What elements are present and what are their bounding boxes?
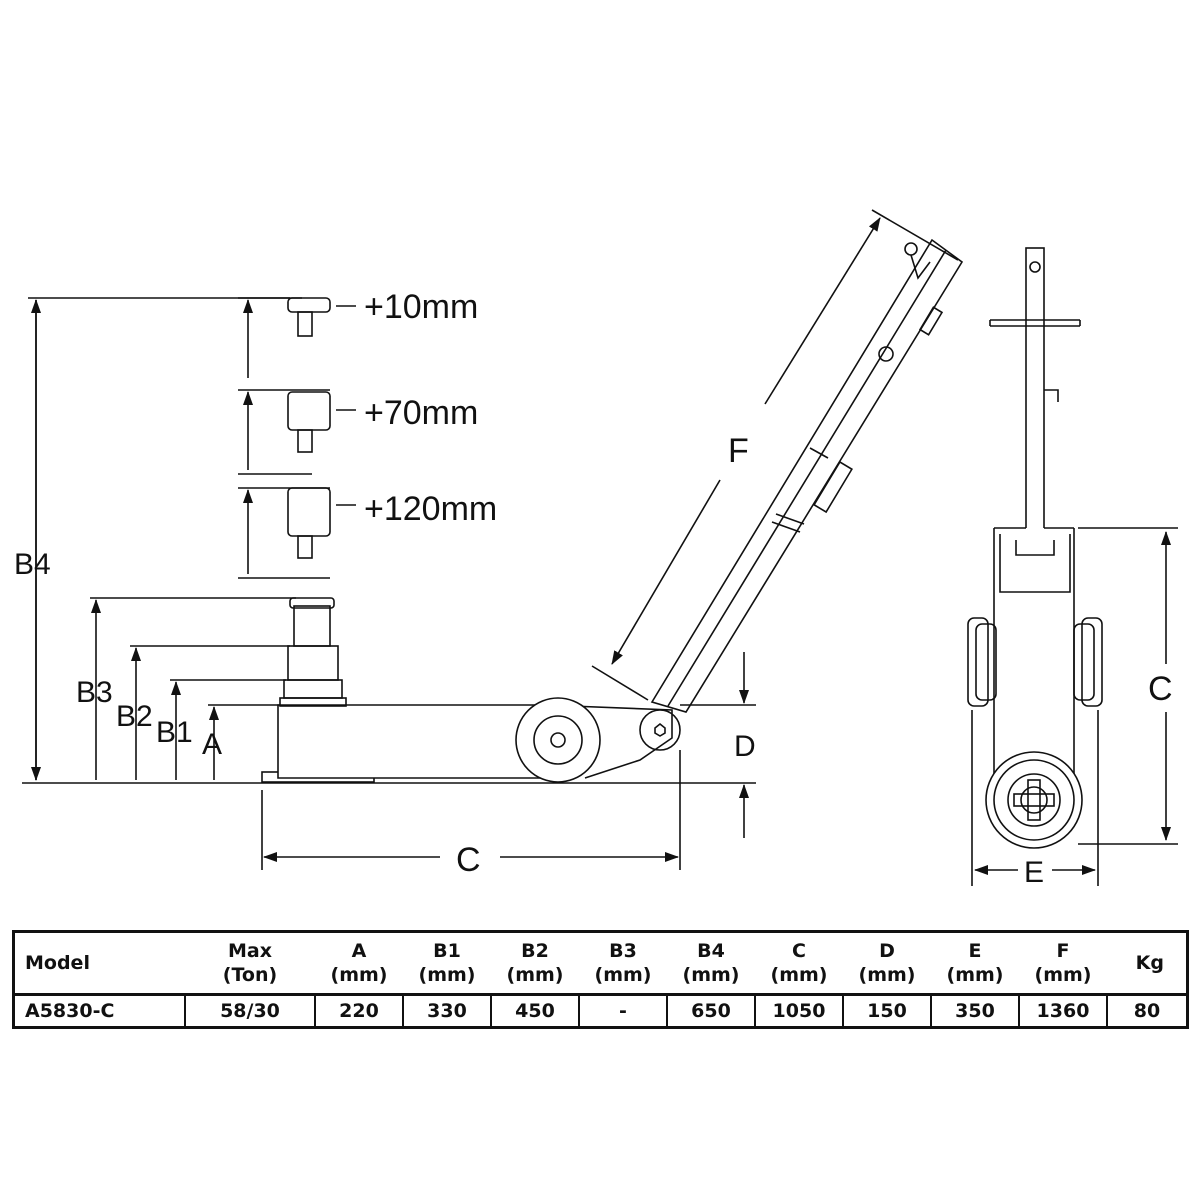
header-f: F(mm) — [1034, 940, 1092, 986]
dim-label-c-side: C — [456, 841, 481, 879]
jack-technical-drawing: +10mm +70mm +120mm B4 B3 B2 B1 A C D F C… — [14, 209, 1178, 889]
dim-label-d: D — [734, 730, 756, 763]
adapter-label-10mm: +10mm — [364, 288, 478, 326]
header-b1: B1(mm) — [418, 940, 476, 986]
adapter-10mm-icon — [287, 297, 331, 337]
cell-kg: 80 — [1106, 993, 1186, 1026]
front-view-jack — [967, 247, 1103, 849]
header-c: C(mm) — [770, 940, 828, 986]
dim-label-c-front: C — [1148, 670, 1173, 708]
header-a: A(mm) — [330, 940, 388, 986]
header-max: Max(Ton) — [222, 940, 278, 986]
header-e: E(mm) — [946, 940, 1004, 986]
dim-label-b4: B4 — [14, 548, 51, 581]
cell-c: 1050 — [754, 993, 843, 1026]
cell-b2: 450 — [490, 993, 579, 1026]
dim-label-f: F — [728, 432, 749, 470]
adapter-120mm-icon — [287, 487, 331, 559]
cell-b3: - — [578, 993, 667, 1026]
cell-a: 220 — [314, 993, 403, 1026]
cell-e: 350 — [930, 993, 1019, 1026]
cell-b1: 330 — [402, 993, 491, 1026]
dim-label-a: A — [202, 728, 222, 761]
header-b2: B2(mm) — [506, 940, 564, 986]
dim-label-e: E — [1024, 856, 1044, 889]
adapter-70mm-icon — [287, 391, 331, 453]
cell-max: 58/30 — [184, 993, 315, 1026]
header-model: Model — [25, 952, 90, 974]
header-d: D(mm) — [858, 940, 916, 986]
adapter-label-70mm: +70mm — [364, 394, 478, 432]
cell-d: 150 — [842, 993, 931, 1026]
dim-label-b1: B1 — [156, 716, 193, 749]
cell-b4: 650 — [666, 993, 755, 1026]
cell-model: A5830-C — [15, 993, 185, 1026]
adapter-label-120mm: +120mm — [364, 490, 497, 528]
header-b4: B4(mm) — [682, 940, 740, 986]
spec-table: Model Max(Ton) A(mm) B1(mm) B2(mm) B3(mm… — [12, 930, 1189, 1029]
table-row: A5830-C 58/30 220 330 450 - 650 1050 150… — [15, 993, 1186, 1026]
spec-table-header-row: Model Max(Ton) A(mm) B1(mm) B2(mm) B3(mm… — [15, 933, 1186, 995]
dim-label-b3: B3 — [76, 676, 113, 709]
cell-f: 1360 — [1018, 993, 1107, 1026]
header-kg: Kg — [1135, 952, 1164, 974]
header-b3: B3(mm) — [594, 940, 652, 986]
dim-label-b2: B2 — [116, 700, 153, 733]
side-view-jack — [261, 238, 964, 783]
